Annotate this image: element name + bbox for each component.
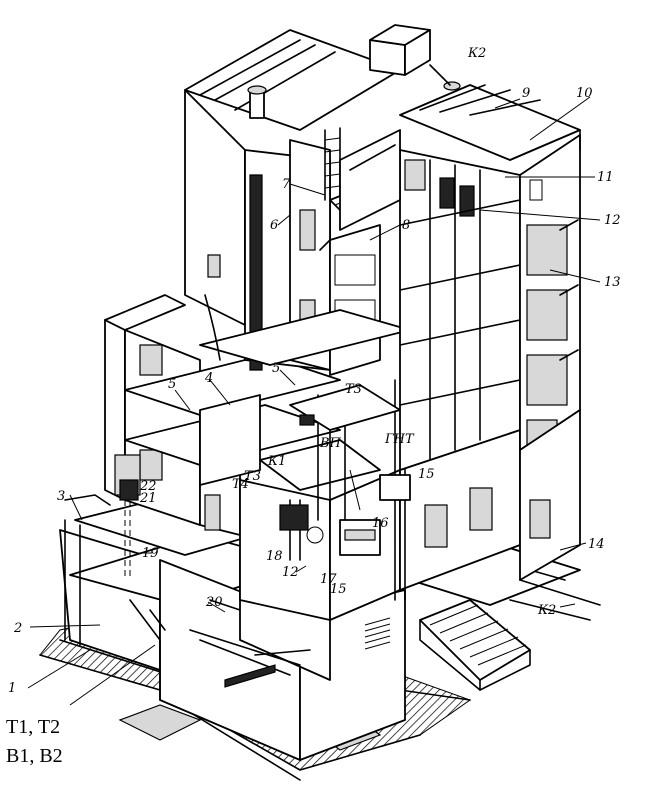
label-vp: ВП <box>319 436 342 451</box>
tall-tower <box>184 24 431 376</box>
label-13: 13 <box>604 275 621 290</box>
right-upper-block <box>339 64 581 581</box>
label-20: 20 <box>205 595 223 610</box>
label-12b: 12 <box>282 565 299 580</box>
label-11: 11 <box>597 170 614 185</box>
label-1: 1 <box>8 681 16 696</box>
label-15: 15 <box>418 467 435 482</box>
label-12: 12 <box>604 213 621 228</box>
label-k2-ground: К2 <box>537 603 556 618</box>
label-21: 21 <box>139 491 157 506</box>
label-4: 4 <box>204 371 213 386</box>
label-9: 9 <box>522 86 530 101</box>
label-22: 22 <box>139 479 157 494</box>
label-6: 6 <box>270 218 278 233</box>
middle-block <box>64 294 521 621</box>
legend-line-2: B1, B2 <box>6 745 63 767</box>
label-2: 2 <box>13 621 22 636</box>
label-5a: 5 <box>168 377 176 392</box>
label-15b: 15 <box>330 582 347 597</box>
pipe-legend: T1, T2 B1, B2 <box>6 716 63 767</box>
vent-grille <box>364 617 391 650</box>
label-7: 7 <box>282 177 291 192</box>
label-3: 3 <box>57 489 65 504</box>
label-t3: Т3 <box>345 382 362 397</box>
label-k2-roof: К2 <box>467 46 486 61</box>
callout-labels: 1 2 3 4 5 5 6 7 8 9 10 11 12 13 14 15 19… <box>8 46 621 696</box>
label-17: 17 <box>320 572 337 587</box>
label-t3-b: Т3 <box>244 469 261 484</box>
label-10: 10 <box>576 86 593 101</box>
label-16: 16 <box>372 516 389 531</box>
legend-line-1: T1, T2 <box>6 716 60 738</box>
label-8: 8 <box>402 218 410 233</box>
label-k1: К1 <box>267 454 286 469</box>
label-14: 14 <box>588 537 605 552</box>
label-19: 19 <box>142 546 159 561</box>
callout-leaders <box>27 96 601 706</box>
label-gnt: ГНТ <box>384 432 415 447</box>
label-18: 18 <box>266 549 283 564</box>
label-5b: 5 <box>272 361 280 376</box>
label-t4: Т4 <box>232 477 249 492</box>
